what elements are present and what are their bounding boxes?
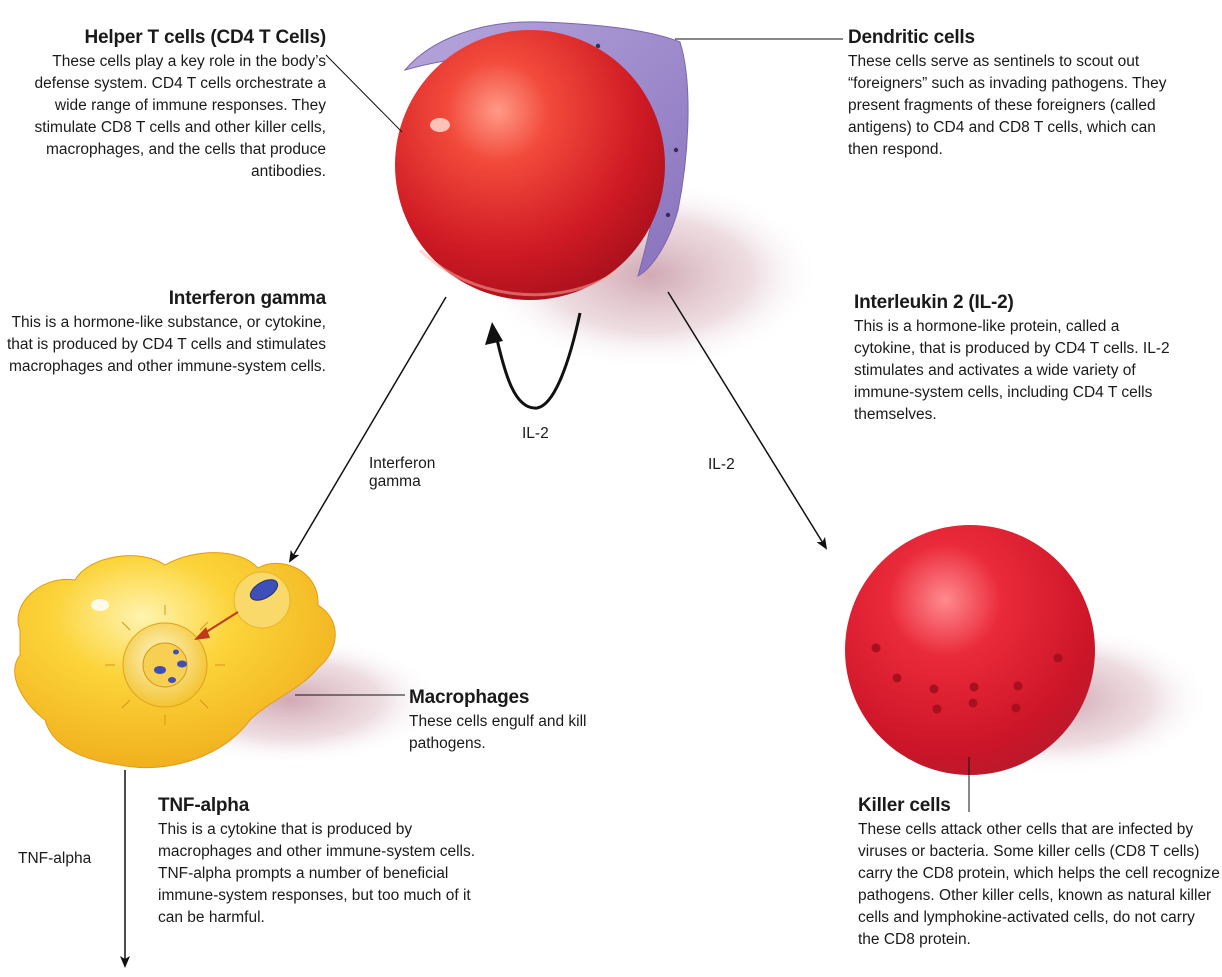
t-cell-highlight [430, 118, 450, 132]
interferon-gamma-block: Interferon gamma This is a hormone-like … [0, 287, 326, 378]
helper-t-leader [326, 55, 402, 132]
macrophages-block: Macrophages These cells engulf and kill … [409, 686, 589, 755]
killer-cell [845, 525, 1095, 775]
helper-t-cell [395, 30, 665, 300]
tnf-alpha-block: TNF-alpha This is a cytokine that is pro… [158, 794, 498, 929]
killer-cells-block: Killer cells These cells attack other ce… [858, 794, 1220, 951]
tnf-arrow-label: TNF-alpha [18, 850, 91, 868]
dendritic-cells-body: These cells serve as sentinels to scout … [848, 51, 1173, 161]
dendritic-cells-title: Dendritic cells [848, 26, 1173, 50]
interleukin-2-block: Interleukin 2 (IL-2) This is a hormone-l… [854, 291, 1184, 426]
killer-cells-title: Killer cells [858, 794, 1220, 818]
interleukin-2-title: Interleukin 2 (IL-2) [854, 291, 1184, 315]
dendritic-contact-dot [666, 213, 670, 217]
macrophages-title: Macrophages [409, 686, 589, 710]
interleukin-2-body: This is a hormone-like protein, called a… [854, 316, 1184, 426]
helper-t-cells-title: Helper T cells (CD4 T Cells) [0, 26, 326, 50]
dendritic-cells-block: Dendritic cells These cells serve as sen… [848, 26, 1173, 161]
macrophage-highlight [91, 599, 109, 611]
tnf-alpha-title: TNF-alpha [158, 794, 498, 818]
tnf-alpha-body: This is a cytokine that is produced by m… [158, 819, 498, 929]
il2-autocrine-arrow-head [485, 322, 503, 345]
killer-cells-body: These cells attack other cells that are … [858, 819, 1220, 951]
il2-loop-label: IL-2 [522, 425, 549, 443]
interferon-arrow-label-line2: gamma [369, 473, 421, 491]
dendritic-contact-dot [674, 148, 678, 152]
interferon-arrow-label-line1: Interferon [369, 455, 435, 473]
macrophages-body: These cells engulf and kill pathogens. [409, 711, 589, 755]
interferon-gamma-body: This is a hormone-like substance, or cyt… [0, 312, 326, 378]
helper-t-cells-body: These cells play a key role in the body’… [0, 51, 326, 183]
il2-arrow-label: IL-2 [708, 456, 735, 474]
interferon-gamma-title: Interferon gamma [0, 287, 326, 311]
helper-t-cells-block: Helper T cells (CD4 T Cells) These cells… [0, 26, 326, 183]
